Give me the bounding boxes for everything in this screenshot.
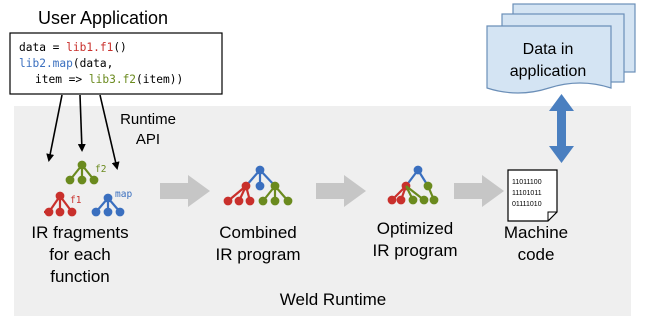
- stage-label-optimized-2: IR program: [372, 241, 457, 260]
- stage-label-fragments-2: for each: [49, 245, 110, 264]
- data-exchange-arrow: [549, 94, 574, 163]
- fragment-label-f2: f2: [95, 164, 106, 175]
- user-application-title: User Application: [38, 8, 168, 28]
- stage-arrow-1: [160, 175, 210, 207]
- code-line-1: data = lib1.f1(): [19, 41, 127, 54]
- ir-fragment-map: [91, 193, 125, 217]
- machine-code-document: 11011100 11101011 01111010: [507, 169, 558, 222]
- svg-text:01111010: 01111010: [512, 201, 542, 208]
- data-box-label-1: Data in: [523, 41, 574, 58]
- stage-label-combined-1: Combined: [219, 223, 297, 242]
- api-call-arrows: [46, 94, 120, 170]
- stage-label-machine-1: Machine: [504, 223, 568, 242]
- ir-fragment-f1: [44, 191, 77, 217]
- stage-label-machine-2: code: [518, 245, 555, 264]
- code-line-3: item => lib3.f2(item)): [35, 73, 183, 86]
- svg-text:11011100: 11011100: [512, 179, 542, 186]
- weld-runtime-label: Weld Runtime: [280, 290, 386, 309]
- stage-arrow-3: [454, 175, 504, 207]
- data-in-application-stack: [486, 3, 636, 94]
- combined-ir-tree: [223, 165, 293, 206]
- svg-text:11101011: 11101011: [512, 190, 542, 197]
- runtime-api-label-2: API: [136, 131, 160, 148]
- fragment-label-map: map: [115, 189, 132, 200]
- code-box: [9, 32, 223, 95]
- code-line-2: lib2.map(data,: [19, 57, 113, 70]
- stage-label-combined-2: IR program: [215, 245, 300, 264]
- stage-label-fragments-1: IR fragments: [31, 223, 128, 242]
- stage-arrow-2: [316, 175, 366, 207]
- stage-label-fragments-3: function: [50, 267, 110, 286]
- ir-fragment-f2: [65, 160, 99, 185]
- optimized-ir-tree: [387, 165, 439, 205]
- runtime-api-label: Runtime: [120, 111, 176, 128]
- fragment-label-f1: f1: [70, 195, 82, 206]
- data-box-label-2: application: [510, 63, 587, 80]
- stage-label-optimized-1: Optimized: [377, 219, 454, 238]
